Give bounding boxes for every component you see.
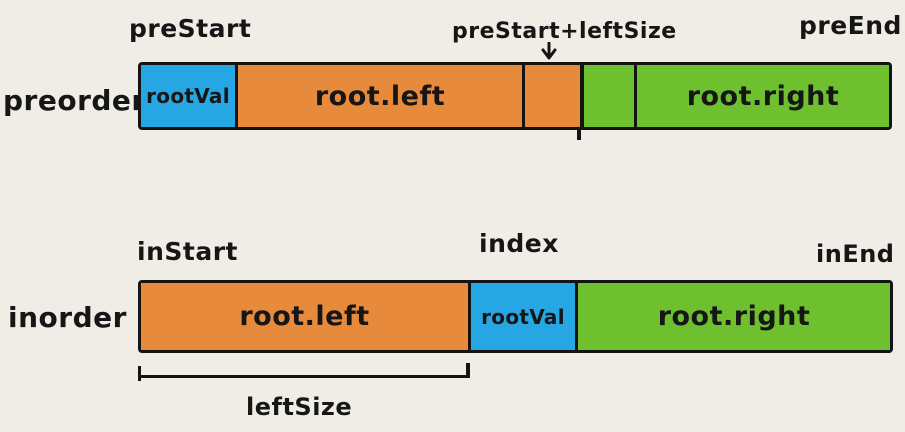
preorder-segment-root-right: root.right	[634, 65, 889, 127]
inorder-segment-root-right: root.right	[575, 283, 890, 350]
preorder-row-label: preorder	[3, 84, 146, 117]
segment-label: root.right	[686, 80, 840, 112]
label-prestart-plus-leftsize: preStart+leftSize	[452, 19, 677, 44]
label-preend: preEnd	[799, 11, 902, 40]
segment-label: root.left	[239, 301, 370, 332]
inorder-segment-rootval: rootVal	[468, 283, 575, 350]
preorder-segment-rootval: rootVal	[141, 65, 235, 127]
label-index: index	[479, 229, 559, 258]
label-instart: inStart	[137, 237, 238, 266]
inorder-segment-root-left: root.left	[141, 283, 468, 350]
inorder-array-bar: root.left rootVal root.right	[138, 280, 893, 353]
label-leftsize: leftSize	[246, 393, 353, 421]
inorder-row-label: inorder	[8, 301, 127, 334]
leftsize-measure-tick-right	[466, 363, 470, 378]
segment-label: rootVal	[146, 84, 230, 108]
preorder-segment-left-tail	[522, 65, 580, 127]
preorder-array-bar: rootVal root.left root.right	[138, 62, 892, 130]
preorder-segment-root-left: root.left	[235, 65, 522, 127]
leftsize-measure-line	[138, 375, 470, 378]
label-inend: inEnd	[816, 240, 895, 268]
label-prestart: preStart	[129, 14, 252, 43]
segment-label: root.left	[314, 80, 446, 112]
boundary-tick	[577, 129, 581, 140]
down-arrow-icon	[538, 41, 560, 62]
segment-label: rootVal	[481, 304, 565, 329]
segment-label: root.right	[657, 301, 811, 332]
leftsize-measure-tick-left	[138, 366, 141, 381]
preorder-segment-right-head	[580, 65, 634, 127]
